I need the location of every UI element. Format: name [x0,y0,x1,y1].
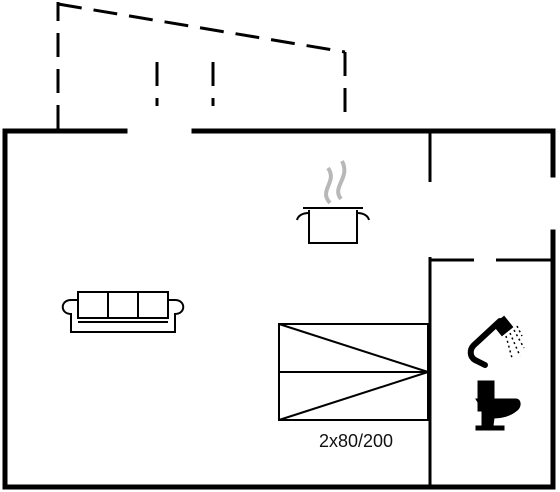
toilet-icon [475,380,521,431]
steam [324,166,333,205]
bed-icon [278,323,429,421]
bed-label: 2x80/200 [319,431,393,451]
terrace-outline [56,2,347,129]
cooking-pot-icon [296,160,370,244]
outer-walls [2,128,556,490]
interior-walls [428,131,553,487]
steam [336,160,347,201]
sofa-icon [61,291,185,333]
shower-icon [467,315,525,368]
